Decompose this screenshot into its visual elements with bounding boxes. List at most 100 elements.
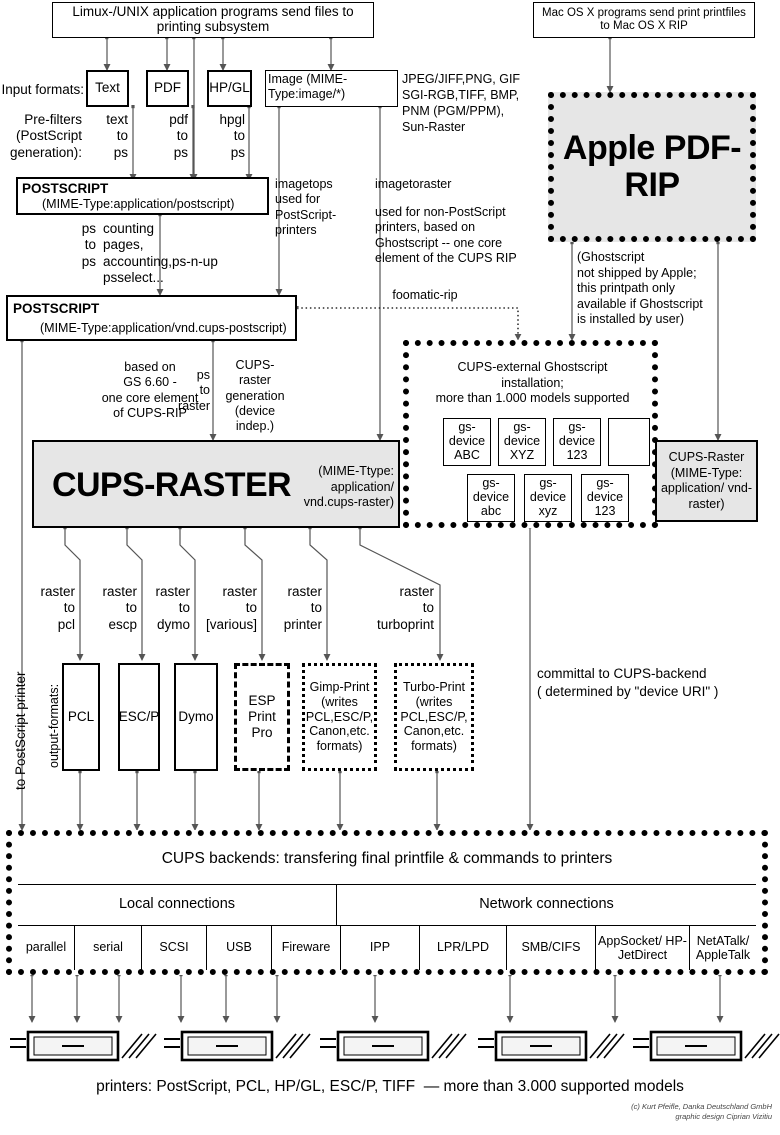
input-format-pdf-box: PDF: [146, 70, 189, 107]
printers-footer-label: printers: PostScript, PCL, HP/GL, ESC/P,…: [96, 1078, 684, 1095]
backend-item-label: IPP: [369, 940, 391, 955]
backend-item-lprlpd[interactable]: LPR/LPD: [420, 926, 507, 970]
cups-raster-right-label: CUPS-Raster (MIME-Type: application/ vnd…: [660, 450, 753, 511]
unix-applications-box: Limux-/UNIX application programs send fi…: [52, 2, 374, 38]
connection-group-label: Local connections: [118, 896, 236, 913]
backend-item-label: SMB/CIFS: [521, 940, 581, 955]
output-box-dymo: Dymo: [174, 663, 218, 771]
gs-device-label: gs- device XYZ: [503, 420, 541, 462]
postscript-mime: (MIME-Type:application/vnd.cups-postscri…: [40, 321, 287, 335]
connection-groups-row: Local connections Network connections: [18, 884, 756, 926]
output-box-pcl: PCL: [62, 663, 100, 771]
filter-imagetops-label: imagetops used for PostScript- printers: [275, 177, 337, 237]
backend-item-netatalk[interactable]: NetATalk/ AppleTalk: [690, 926, 756, 970]
gs-device-box: gs- device 123: [581, 474, 629, 522]
backend-item-appsocket[interactable]: AppSocket/ HP-JetDirect: [596, 926, 690, 970]
backend-item-label: parallel: [25, 940, 67, 955]
input-formats-label: Input formats:: [1, 82, 84, 97]
backend-item-label: serial: [93, 940, 123, 955]
pstoraster-description: CUPS- raster generation (device indep.): [225, 358, 285, 433]
image-mime-types-list: JPEG/JIFF,PNG, GIF SGI-RGB,TIFF, BMP, PN…: [402, 72, 521, 134]
copyright-block: (c) Kurt Pfeifle, Danka Deutschland GmbH…: [440, 1102, 772, 1122]
output-box-label: ESC/P: [118, 708, 160, 724]
backend-item-label: LPR/LPD: [436, 940, 490, 955]
postscript-title: POSTSCRIPT: [22, 181, 109, 196]
pstoraster-gs-desc: based on GS 6.60 - one core element of C…: [101, 360, 199, 420]
backend-item-label: Fireware: [281, 940, 331, 955]
gs-device-label: gs- device 123: [558, 420, 596, 462]
input-format-hpgl-box: HP/GL: [207, 70, 252, 107]
output-box-label: Gimp-Print (writes PCL,ESC/P, Canon,etc.…: [305, 680, 374, 754]
backend-item-serial[interactable]: serial: [75, 926, 142, 970]
macos-applications-box: Mac OS X programs send print printfiles …: [533, 2, 755, 38]
gs-device-box: gs- device xyz: [524, 474, 572, 522]
postscript-box-1: POSTSCRIPT (MIME-Type:application/postsc…: [16, 177, 269, 215]
cups-raster-right-box: CUPS-Raster (MIME-Type: application/ vnd…: [655, 440, 758, 522]
input-format-label: Text: [95, 80, 120, 96]
backend-item-scsi[interactable]: SCSI: [142, 926, 207, 970]
input-format-label: PDF: [154, 80, 181, 96]
filter-imagetoraster-desc: used for non-PostScript printers, based …: [375, 205, 517, 265]
pstops-description: counting pages, accounting,ps-n-up pssel…: [103, 221, 218, 286]
output-box-label: ESP Print Pro: [248, 692, 276, 741]
raster-filter-label: raster to dymo: [155, 584, 190, 632]
backend-item-label: AppSocket/ HP-JetDirect: [598, 933, 687, 963]
output-box-label: Dymo: [178, 708, 214, 724]
backend-item-parallel[interactable]: parallel: [18, 926, 75, 970]
gs-device-label: gs- device 123: [586, 476, 624, 518]
backend-item-label: SCSI: [159, 940, 189, 955]
connection-group-network: Network connections: [337, 885, 756, 925]
raster-filter-label: raster to pcl: [40, 584, 75, 632]
backend-item-label: USB: [226, 940, 252, 955]
filter-texttops-label: text to ps: [106, 112, 128, 160]
connection-group-label: Network connections: [479, 896, 614, 913]
output-box-label: Turbo-Print (writes PCL,ESC/P, Canon,etc…: [400, 680, 468, 754]
cups-raster-mime: (MIME-Ttype: application/ vnd.cups-raste…: [303, 464, 394, 510]
filter-hpgltops-label: hpgl to ps: [219, 112, 245, 160]
input-format-text-box: Text: [86, 70, 129, 107]
raster-filter-label: raster to [various]: [205, 584, 257, 632]
connection-items-row: parallel serial SCSI USB Fireware IPP LP…: [18, 926, 756, 970]
macos-applications-label: Mac OS X programs send print printfiles …: [542, 7, 746, 32]
ghostscript-external-title: CUPS-external Ghostscript installation; …: [435, 360, 630, 405]
gs-device-box: gs- device abc: [467, 474, 515, 522]
apple-pdf-rip-box: Apple PDF-RIP: [548, 92, 756, 242]
input-format-image-box: Image (MIME-Type:image/*): [265, 70, 398, 107]
backend-item-usb[interactable]: USB: [207, 926, 272, 970]
backend-item-fireware[interactable]: Fireware: [272, 926, 341, 970]
gs-device-box-empty: [608, 418, 650, 466]
output-formats-label: output-formats:: [47, 683, 61, 768]
gs-device-label: gs- device ABC: [448, 420, 486, 462]
raster-filter-label: raster to turboprint: [376, 584, 434, 632]
cups-backends-box: CUPS backends: transfering final printfi…: [6, 830, 768, 975]
input-format-label: Image (MIME-Type:image/*): [268, 72, 348, 102]
backend-item-ipp[interactable]: IPP: [341, 926, 420, 970]
pstops-direction-label: ps to ps: [81, 221, 96, 269]
apple-pdf-rip-label: Apple PDF-RIP: [562, 128, 742, 204]
copyright-line-1: (c) Kurt Pfeifle, Danka Deutschland GmbH: [631, 1102, 772, 1111]
gs-device-label: gs- device xyz: [529, 476, 567, 518]
ghostscript-external-box: CUPS-external Ghostscript installation; …: [403, 340, 658, 528]
unix-applications-label: Limux-/UNIX application programs send fi…: [72, 4, 354, 34]
prefilters-label: Pre-filters (PostScript generation):: [9, 112, 82, 160]
connection-group-local: Local connections: [18, 885, 337, 925]
postscript-box-2: POSTSCRIPT (MIME-Type:application/vnd.cu…: [6, 295, 297, 341]
gs-device-box: gs- device XYZ: [498, 418, 546, 466]
to-postscript-printer-label: to PostScript printer: [13, 671, 28, 790]
cups-raster-title: CUPS-RASTER: [52, 466, 292, 504]
backend-item-label: NetATalk/ AppleTalk: [695, 933, 751, 963]
ghostscript-note: (Ghostscript not shipped by Apple; this …: [577, 250, 703, 326]
cups-backends-header: CUPS backends: transfering final printfi…: [161, 850, 613, 867]
gs-device-box: gs- device ABC: [443, 418, 491, 466]
committal-note: committal to CUPS-backend ( determined b…: [537, 666, 719, 699]
backend-item-smbcifs[interactable]: SMB/CIFS: [507, 926, 596, 970]
input-format-label: HP/GL: [209, 80, 250, 96]
output-box-esp-print-pro: ESP Print Pro: [234, 663, 290, 771]
foomatic-rip-label: foomatic-rip: [392, 288, 458, 302]
output-box-escp: ESC/P: [118, 663, 160, 771]
output-box-label: PCL: [67, 708, 95, 724]
postscript-title: POSTSCRIPT: [13, 301, 100, 316]
gs-device-box: gs- device 123: [553, 418, 601, 466]
output-box-gimp-print: Gimp-Print (writes PCL,ESC/P, Canon,etc.…: [302, 663, 377, 771]
copyright-line-2: graphic design Ciprian Vizitiu: [675, 1112, 772, 1122]
